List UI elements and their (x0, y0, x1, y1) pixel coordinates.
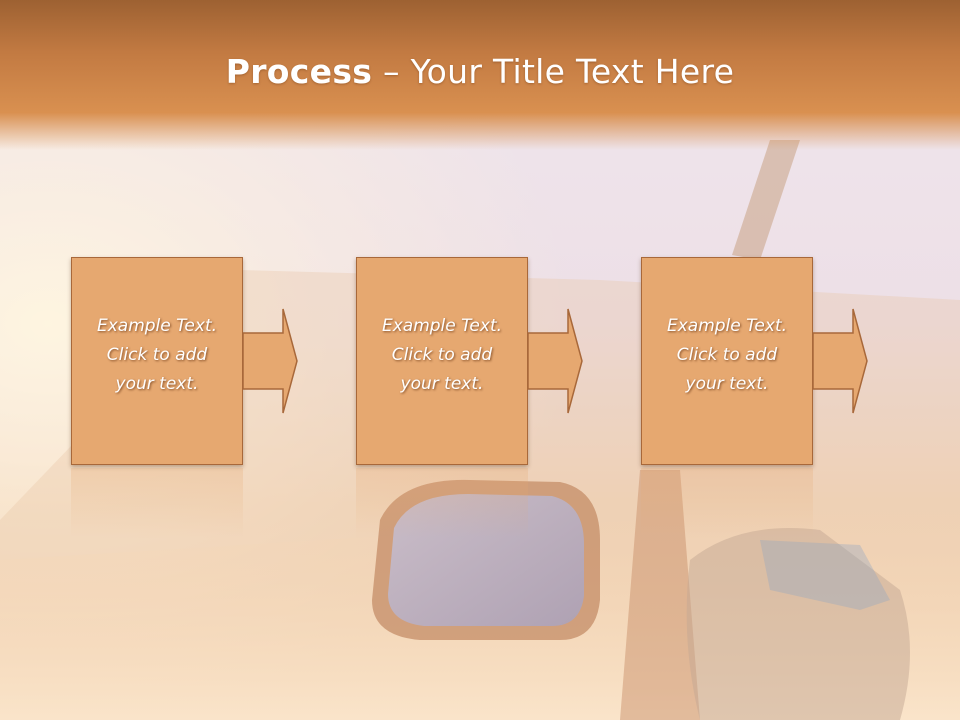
title-band (0, 0, 960, 150)
process-step-2[interactable]: Example Text. Click to add your text. (356, 257, 528, 465)
step-2-text: Example Text. Click to add your text. (357, 312, 527, 399)
step-3-reflection (641, 468, 813, 538)
step-text-line: Example Text. (381, 316, 503, 336)
step-text-line: your text. (685, 374, 769, 394)
slide-title[interactable]: Process – Your Title Text Here (0, 52, 960, 91)
right-arrow-icon (528, 308, 583, 414)
step-text-line: your text. (115, 374, 199, 394)
step-3-text: Example Text. Click to add your text. (642, 312, 812, 399)
step-text-line: Click to add (106, 345, 208, 365)
step-text-line: Example Text. (96, 316, 218, 336)
step-1-text: Example Text. Click to add your text. (72, 312, 242, 399)
step-text-line: Click to add (676, 345, 778, 365)
title-rest-part: – Your Title Text Here (372, 52, 735, 91)
step-1-reflection (71, 468, 243, 538)
process-step-3[interactable]: Example Text. Click to add your text. (641, 257, 813, 465)
title-bold-part: Process (225, 52, 373, 91)
right-arrow-icon (243, 308, 298, 414)
right-arrow-icon (813, 308, 868, 414)
process-step-1[interactable]: Example Text. Click to add your text. (71, 257, 243, 465)
step-text-line: Click to add (391, 345, 493, 365)
step-text-line: your text. (400, 374, 484, 394)
step-text-line: Example Text. (666, 316, 788, 336)
step-2-reflection (356, 468, 528, 538)
